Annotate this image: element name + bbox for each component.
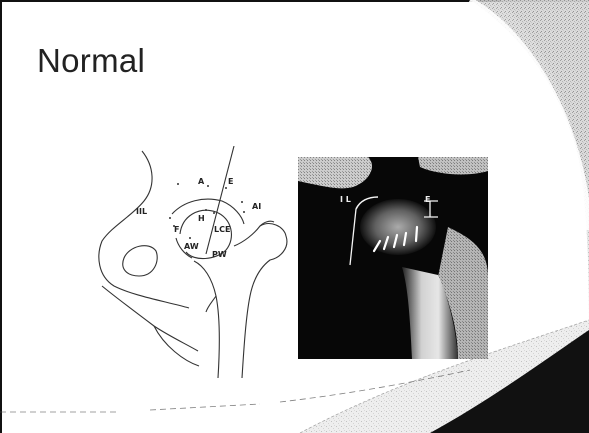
label-AI: AI (252, 202, 261, 211)
hip-diagram-drawing (94, 146, 294, 378)
xray-label-IL: I L (340, 195, 351, 204)
label-IIL: IIL (136, 207, 147, 216)
label-H: H (198, 214, 205, 223)
xray-drawing (298, 157, 488, 359)
label-F: F (174, 225, 179, 234)
label-AW: AW (184, 242, 199, 251)
slide-left-border (0, 0, 2, 433)
label-E: E (228, 177, 233, 186)
slide-title: Normal (37, 42, 145, 80)
label-LCE: LCE (214, 225, 230, 234)
slide-top-border (0, 0, 589, 2)
label-PW: PW (212, 250, 227, 259)
xray-label-E: E (425, 195, 430, 204)
hip-line-diagram: A E AI IIL H F LCE AW PW (94, 146, 294, 378)
label-A: A (198, 177, 204, 186)
hip-xray-image: I L E (298, 157, 488, 359)
